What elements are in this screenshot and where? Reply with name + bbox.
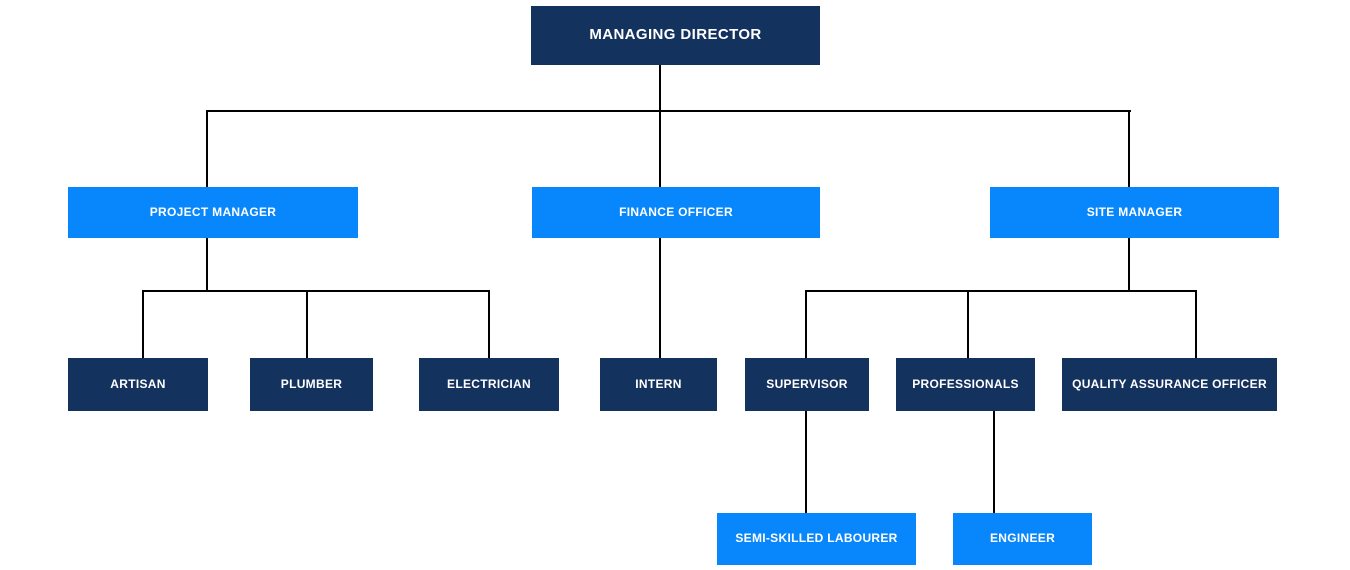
node-label: FINANCE OFFICER — [619, 204, 733, 219]
node-label: SUPERVISOR — [766, 376, 848, 391]
org-node-finance-officer: FINANCE OFFICER — [532, 187, 820, 238]
org-node-artisan: ARTISAN — [68, 358, 208, 411]
node-label: ENGINEER — [989, 531, 1056, 546]
org-node-supervisor: SUPERVISOR — [745, 358, 869, 411]
connector-pm-children-bus — [142, 290, 490, 292]
connector-pm-trunk — [206, 237, 208, 292]
connector-sm-trunk — [1128, 237, 1130, 292]
node-label: ELECTRICIAN — [447, 376, 531, 391]
connector-drop-intern — [659, 237, 661, 358]
org-node-semi-skilled-labourer: SEMI-SKILLED LABOURER — [717, 513, 916, 565]
connector-md-trunk — [659, 65, 661, 111]
org-node-electrician: ELECTRICIAN — [419, 358, 559, 411]
connector-drop-qa-officer — [1195, 290, 1197, 358]
connector-drop-site-manager — [1128, 110, 1130, 188]
connector-drop-professionals — [967, 290, 969, 358]
org-node-engineer: ENGINEER — [953, 513, 1092, 565]
connector-drop-supervisor — [805, 290, 807, 358]
connector-drop-artisan — [142, 290, 144, 358]
org-node-plumber: PLUMBER — [250, 358, 373, 411]
connector-level2-bus — [206, 110, 1131, 112]
node-label: QUALITY ASSURANCE OFFICER — [1072, 376, 1267, 391]
org-node-site-manager: SITE MANAGER — [990, 187, 1279, 238]
org-node-professionals: PROFESSIONALS — [896, 358, 1035, 411]
connector-drop-semi-skilled-labourer — [805, 411, 807, 513]
connector-sm-children-bus — [805, 290, 1197, 292]
org-node-intern: INTERN — [600, 358, 717, 411]
connector-drop-project-manager — [206, 110, 208, 188]
node-label: PLUMBER — [280, 376, 343, 391]
node-label: MANAGING DIRECTOR — [589, 26, 762, 44]
org-node-project-manager: PROJECT MANAGER — [68, 187, 358, 238]
connector-drop-engineer — [993, 411, 995, 513]
org-node-managing-director: MANAGING DIRECTOR — [531, 6, 820, 65]
org-node-quality-assurance-officer: QUALITY ASSURANCE OFFICER — [1062, 358, 1277, 411]
node-label: ARTISAN — [110, 376, 166, 391]
node-label: INTERN — [635, 376, 682, 391]
connector-drop-plumber — [306, 290, 308, 358]
connector-drop-finance-officer — [659, 110, 661, 188]
node-label: PROJECT MANAGER — [149, 204, 277, 219]
node-label: PROFESSIONALS — [912, 376, 1019, 391]
connector-drop-electrician — [488, 290, 490, 358]
node-label: SEMI-SKILLED LABOURER — [735, 531, 898, 546]
node-label: SITE MANAGER — [1086, 204, 1183, 219]
